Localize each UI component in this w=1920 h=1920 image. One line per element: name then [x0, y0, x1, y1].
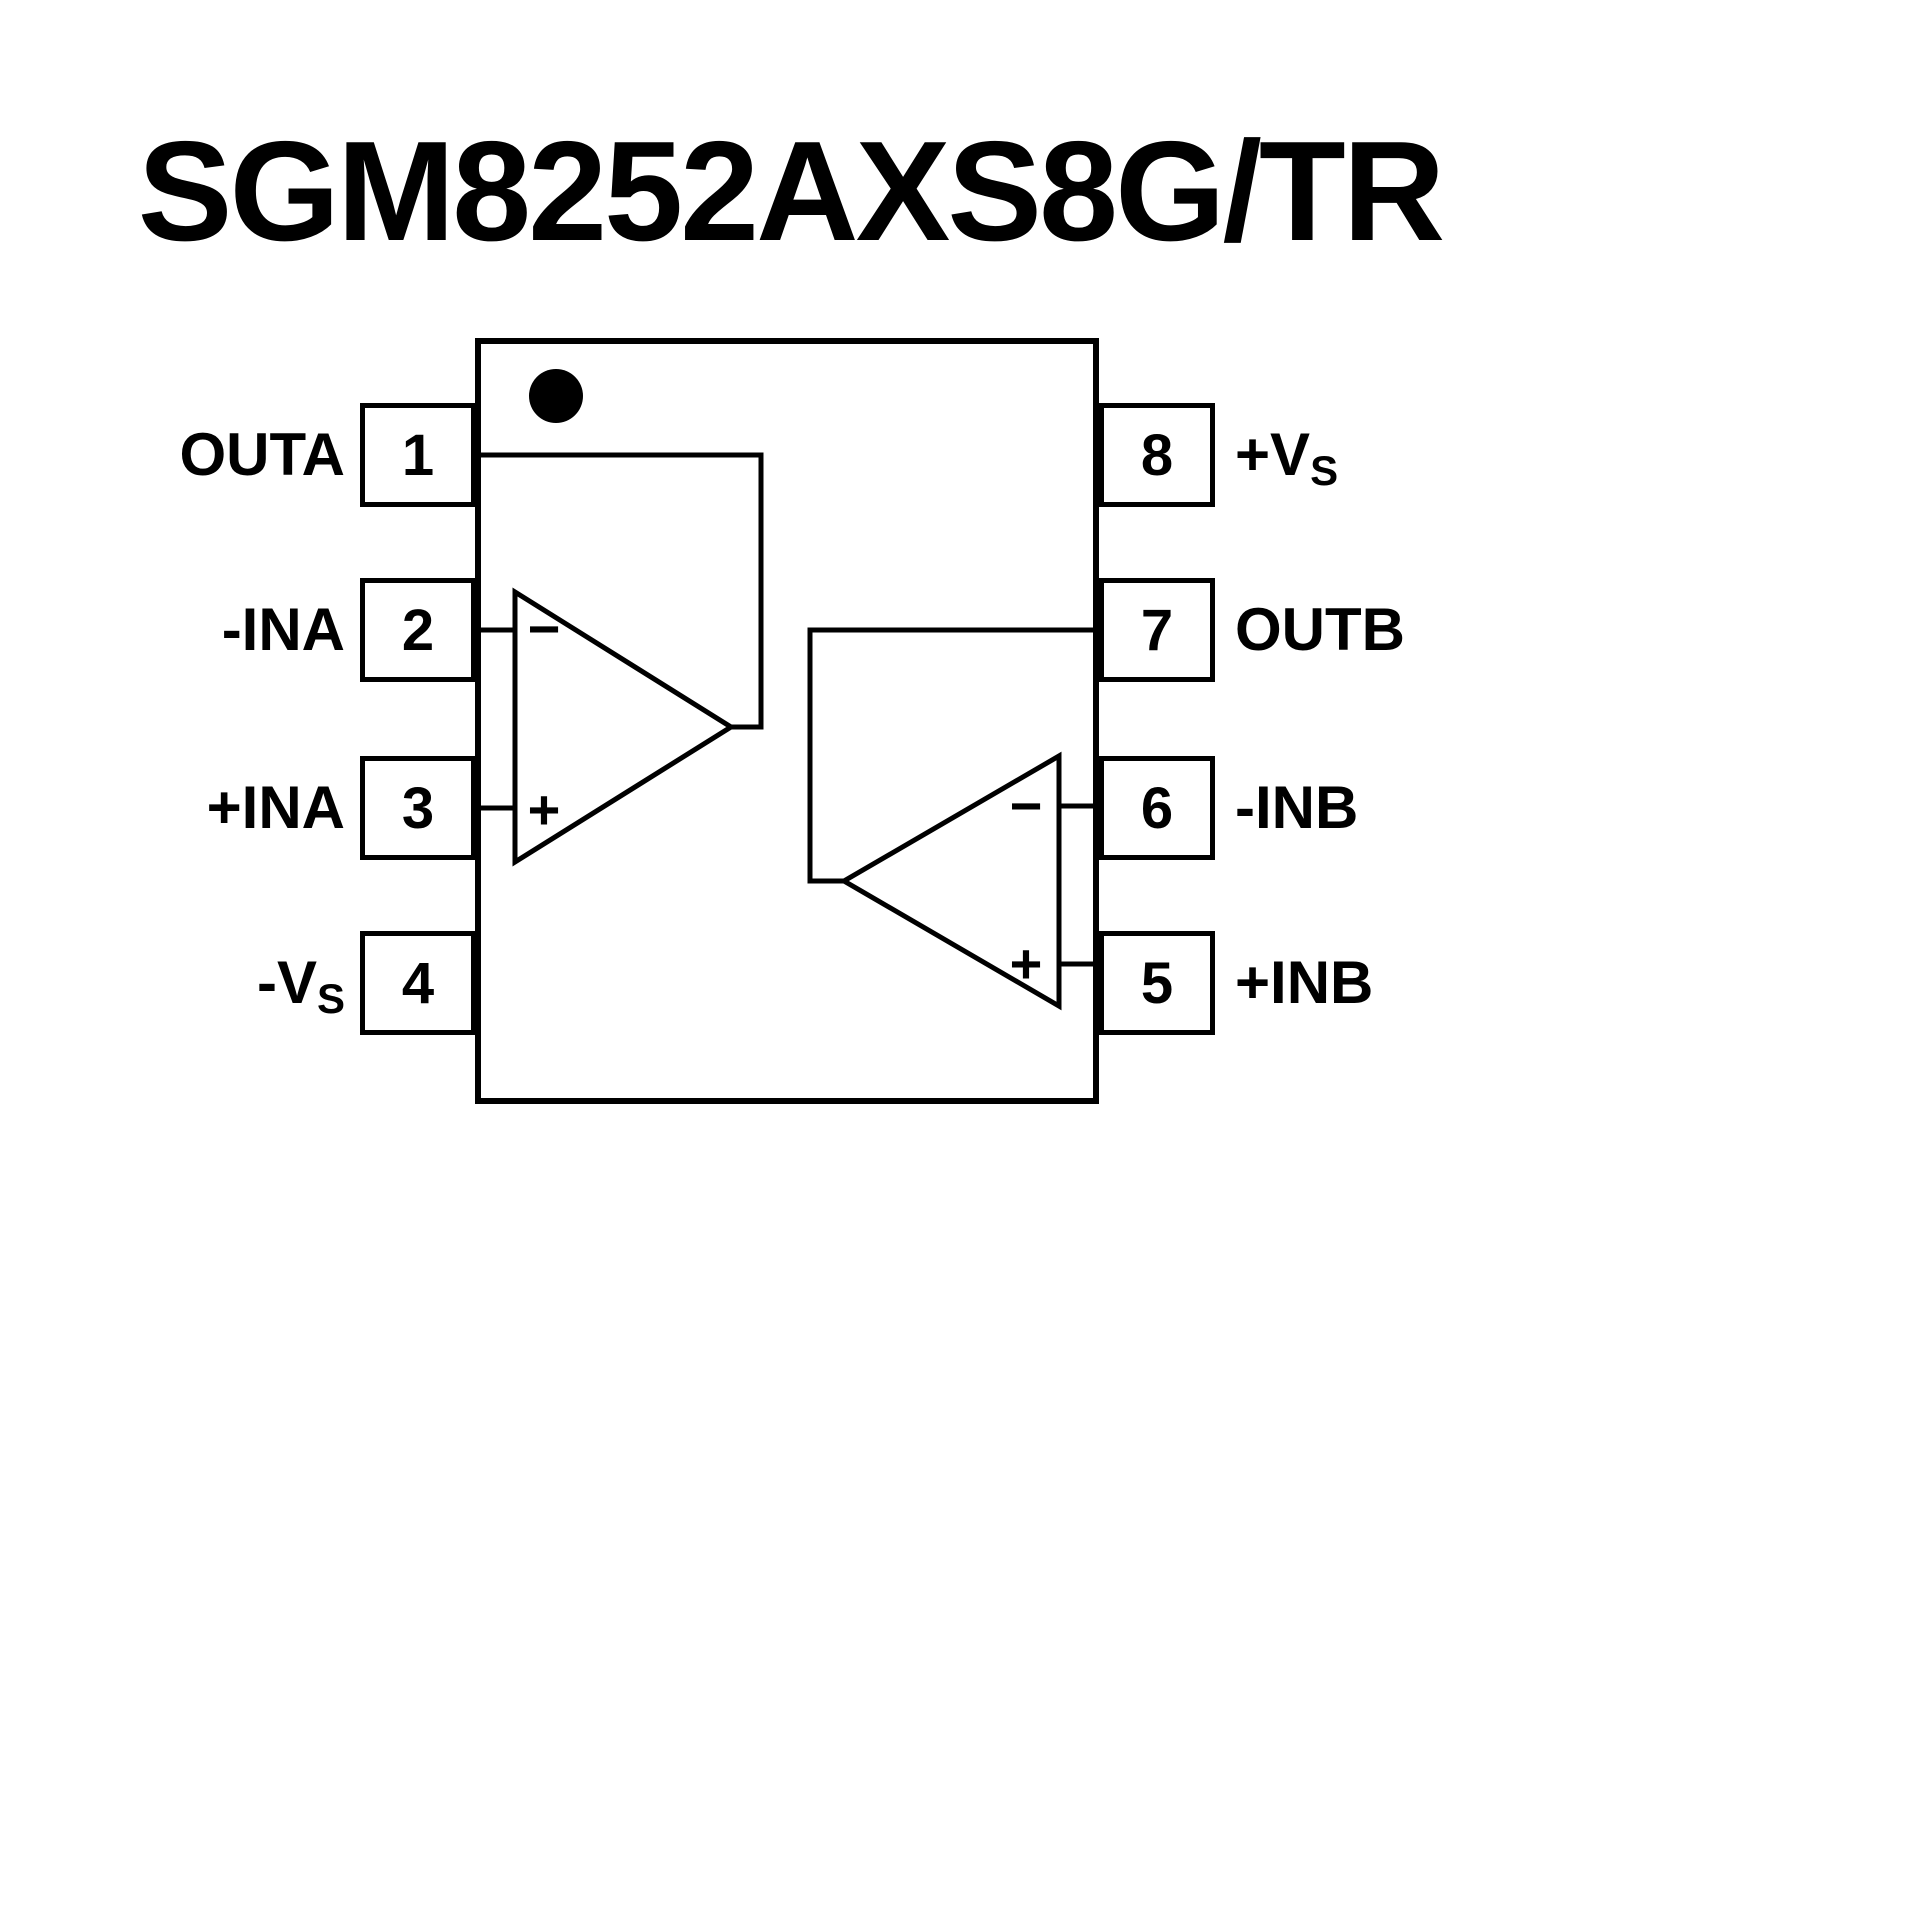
pin-label-pos-inb-text: +INB	[1235, 949, 1374, 1016]
pin-number-3: 3	[401, 775, 435, 841]
pin-box-6: 6	[1099, 756, 1215, 860]
pin-number-8: 8	[1140, 422, 1174, 488]
opamp-b-minus-sign: −	[1009, 774, 1043, 837]
pin-number-7: 7	[1140, 597, 1174, 663]
pin-label-pos-ina: +INA	[60, 772, 345, 844]
pin-label-outb: OUTB	[1235, 594, 1405, 666]
wire-pin7-to-opamp-b-output	[807, 627, 1100, 884]
pin-label-pos-vs-text: +V	[1235, 421, 1311, 488]
pin-box-1: 1	[360, 403, 476, 507]
pin-label-neg-inb: -INB	[1235, 772, 1358, 844]
pin-number-4: 4	[401, 950, 435, 1016]
pin-box-3: 3	[360, 756, 476, 860]
pin1-indicator-dot-icon	[529, 369, 583, 423]
pin-label-outb-text: OUTB	[1235, 596, 1405, 663]
opamp-a-triangle-icon	[512, 587, 736, 867]
pin-label-neg-ina: -INA	[60, 594, 345, 666]
pin-label-pos-inb: +INB	[1235, 947, 1373, 1019]
pin-label-outa-text: OUTA	[179, 421, 345, 488]
pin-label-pos-vs: +VS	[1235, 419, 1339, 494]
pin-number-6: 6	[1140, 775, 1174, 841]
opamp-a-minus-sign: −	[527, 597, 561, 660]
pin-label-neg-vs-text: -V	[256, 949, 317, 1016]
pin-number-2: 2	[401, 597, 435, 663]
pin-label-pos-ina-text: +INA	[206, 774, 345, 841]
pin-box-4: 4	[360, 931, 476, 1035]
pin-box-2: 2	[360, 578, 476, 682]
pin-number-1: 1	[401, 422, 435, 488]
pin-label-outa: OUTA	[60, 419, 345, 491]
pin-label-neg-vs: -VS	[60, 947, 345, 1022]
pin-label-neg-inb-text: -INB	[1235, 774, 1359, 841]
opamp-a-plus-sign: +	[527, 778, 561, 841]
pin-label-pos-vs-sub: S	[1310, 447, 1339, 494]
opamp-b-triangle-icon	[839, 751, 1062, 1011]
pin-box-5: 5	[1099, 931, 1215, 1035]
wire-pin1-to-opamp-a-output	[475, 452, 764, 730]
pin-label-neg-vs-sub: S	[316, 975, 345, 1022]
pin-label-neg-ina-text: -INA	[221, 596, 345, 663]
pin-box-7: 7	[1099, 578, 1215, 682]
opamp-b-plus-sign: +	[1009, 932, 1043, 995]
pin-box-8: 8	[1099, 403, 1215, 507]
pin-number-5: 5	[1140, 950, 1174, 1016]
part-number-title: SGM8252AXS8G/TR	[137, 112, 1446, 271]
